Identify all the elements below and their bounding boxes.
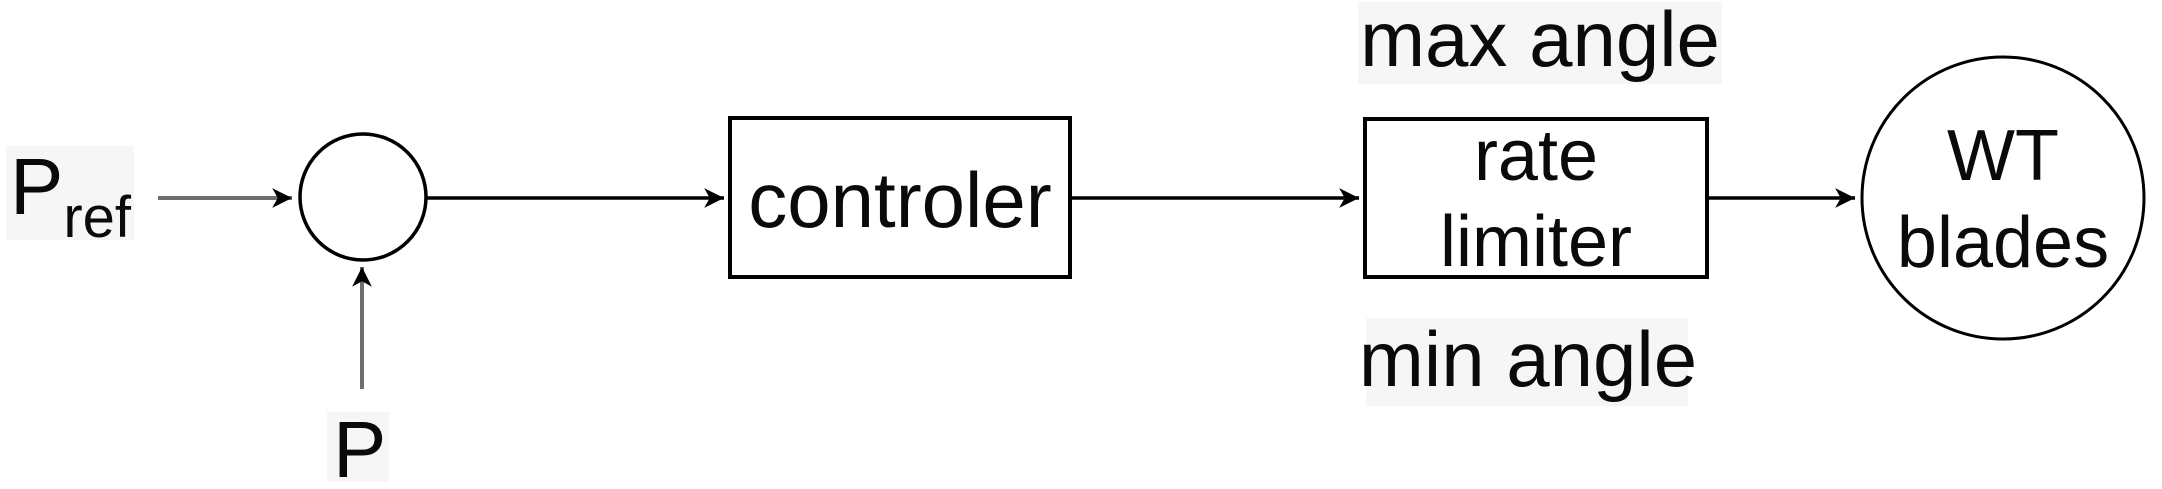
p-feedback-label-bg: [327, 412, 389, 482]
pref-label: Pref: [10, 142, 132, 250]
rate-limiter-label-line2: limiter: [1440, 202, 1632, 282]
summing-junction-circle: [298, 132, 428, 262]
pref-label-base: P: [10, 142, 63, 231]
pref-label-bg: [6, 146, 134, 240]
controller-block: [728, 116, 1072, 279]
wt-blades-label-line1: WT: [1947, 116, 2059, 196]
wt-blades-label-line2: blades: [1897, 203, 2109, 283]
rate-limiter-label-line1: rate: [1474, 116, 1598, 196]
p-feedback-label: P: [333, 405, 386, 489]
rate-limiter-block: [1363, 117, 1709, 279]
min-angle-label-bg: [1366, 318, 1688, 406]
pref-label-subscript: ref: [63, 185, 132, 250]
wt-blades-circle: [1860, 55, 2146, 341]
max-angle-label: max angle: [1360, 0, 1720, 83]
controller-label: controler: [748, 156, 1051, 244]
min-angle-label: min angle: [1359, 315, 1697, 403]
max-angle-label-bg: [1358, 2, 1722, 84]
